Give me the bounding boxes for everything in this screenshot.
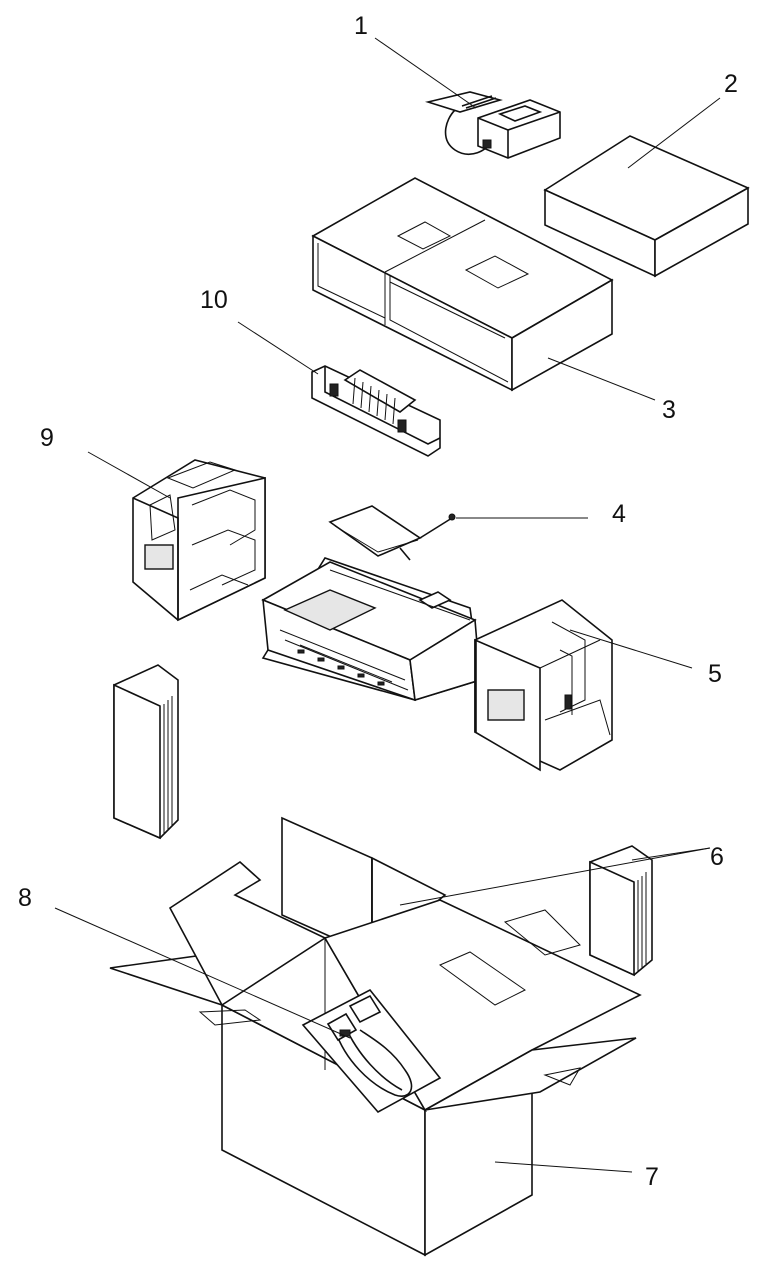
callout-3: 3: [662, 396, 676, 424]
callout-4: 4: [612, 500, 626, 528]
flat-box-part: [543, 135, 750, 278]
callout-2: 2: [724, 70, 738, 98]
power-adapter-part: [424, 91, 561, 159]
right-foam-part: [474, 599, 613, 772]
callout-6: 6: [710, 843, 724, 871]
manuals-part: [113, 664, 653, 977]
tractor-part: [311, 365, 441, 457]
callout-labels: 1 2 3 4 5 6 7 8 9 10: [18, 12, 738, 1191]
callout-7: 7: [645, 1163, 659, 1191]
callout-8: 8: [18, 884, 32, 912]
printer-part: [261, 557, 481, 702]
callout-9: 9: [40, 424, 54, 452]
leader-lines: [54, 37, 721, 1173]
callout-5: 5: [708, 660, 722, 688]
cable-bag-part: [301, 988, 442, 1114]
long-box-part: [311, 177, 614, 392]
callout-1: 1: [354, 12, 368, 40]
callout-10: 10: [200, 286, 228, 314]
left-foam-part: [132, 459, 266, 622]
paper-guide-part: [328, 505, 456, 561]
